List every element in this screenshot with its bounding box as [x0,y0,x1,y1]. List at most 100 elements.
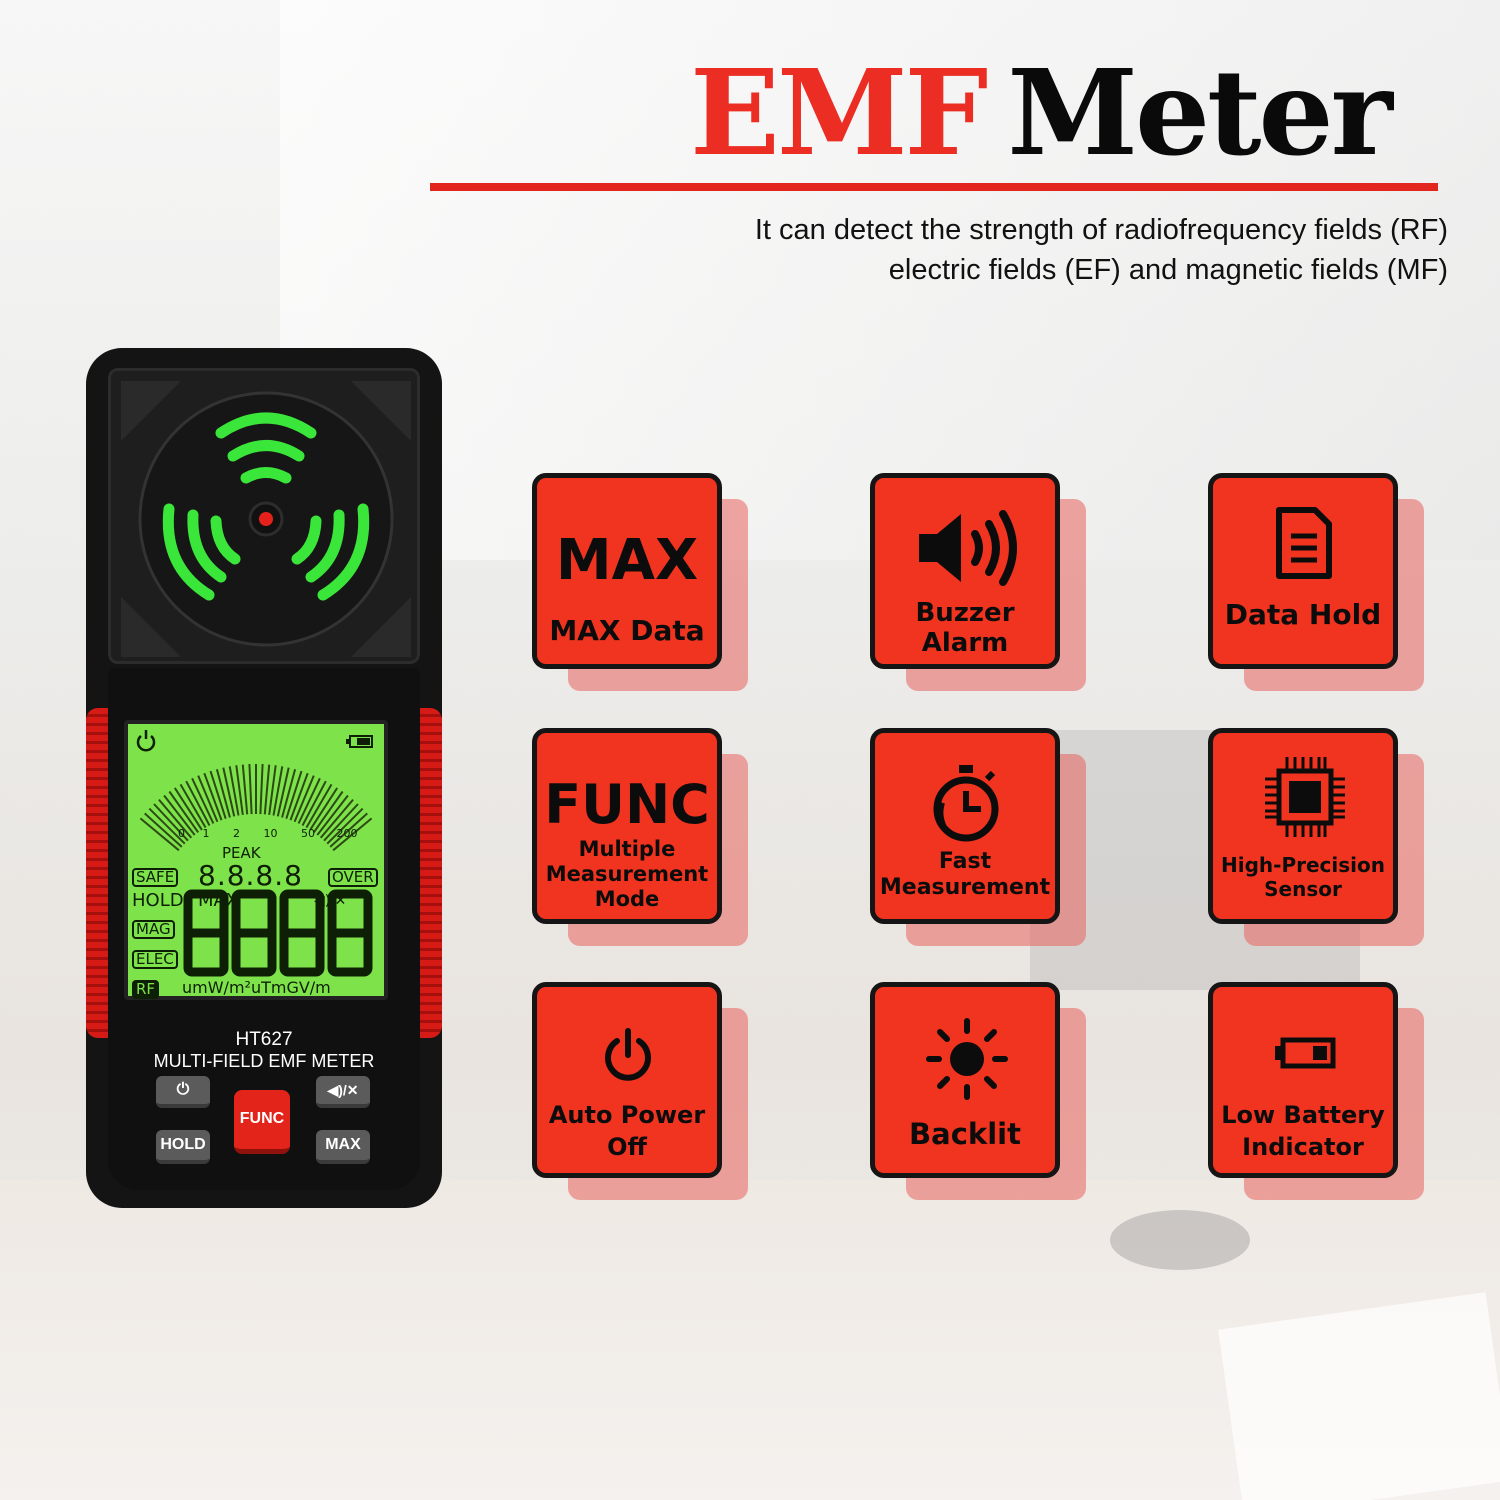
tick-200: 200 [336,827,358,840]
model-name: MULTI-FIELD EMF METER [153,1051,375,1071]
bargraph-segment [209,770,227,820]
feature-label: High-Precision Sensor [1221,853,1385,901]
tick-10: 10 [263,827,278,840]
background-paper [1218,1292,1500,1500]
feature-tile-data-hold: Data Hold [1208,473,1424,691]
bargraph-segment [332,817,373,852]
background-mouse [1110,1210,1250,1270]
lcd-graphics [136,730,373,977]
lcd-power-icon [136,730,156,752]
bargraph-segment [203,772,223,821]
feature-label: Buzzer Alarm [915,598,1015,658]
document-icon [1276,507,1332,579]
bargraph-segment [241,764,249,815]
lcd-hold: HOLD [132,890,184,911]
lcd-rf: RF [132,980,160,999]
lcd-small-digits: 8.8.8.8 [198,859,303,892]
lcd-bargraph [139,764,373,852]
bargraph-segment [272,766,284,816]
title-meter: Meter [1007,43,1392,182]
title-emf: EMF [690,43,988,182]
bargraph-segment [293,775,315,823]
title-underline [430,183,1438,191]
bargraph-segment [289,772,309,821]
emf-meter-device: 0 1 2 10 50 200 PEAK SAFE 8.8.8.8 OVER H… [86,348,442,1208]
bargraph-segment [281,768,297,818]
bargraph-segment [316,794,349,836]
feature-tile-high-precision-sensor: High-Precision Sensor [1208,728,1424,946]
bargraph-segment [215,768,231,818]
lcd-battery-icon [346,735,373,748]
tick-50: 50 [301,827,315,840]
feature-label: Multiple Measurement Mode [545,837,709,911]
feature-label: Data Hold [1224,598,1382,631]
feature-tile-low-battery: Low Battery Indicator [1208,982,1424,1200]
bargraph-segment [263,764,271,815]
bargraph-segment [222,767,236,817]
bargraph-segment [235,765,244,816]
battery-icon [1275,1037,1336,1069]
chip-icon [1265,757,1345,837]
background-window [280,0,1500,560]
lcd-scale-ticks: 0 1 2 10 50 200 [178,828,358,839]
bargraph-segment [323,803,359,842]
tick-0: 0 [178,827,185,840]
model-number: HT627 [235,1029,293,1050]
sun-icon [926,1018,1008,1100]
feature-tile-func: FUNC Multiple Measurement Mode [532,728,748,946]
bargraph-segment [153,803,189,842]
feature-label: MAX Data [549,614,705,647]
power-button-icon: ⏻ [176,1081,190,1098]
bargraph-segment [297,777,321,824]
bargraph-segment [259,764,264,815]
lcd-mag: MAG [132,920,175,939]
bargraph-segment [248,764,253,815]
lcd-peak: PEAK [222,844,261,862]
bargraph-segment [326,807,364,845]
feature-label: Low Battery Indicator [1221,1101,1385,1161]
subtitle-line-2: electric fields (EF) and magnetic fields… [888,254,1448,286]
bargraph-segment [148,807,186,845]
lcd-big-digits [183,889,373,977]
subtitle-line-1: It can detect the strength of radiofrequ… [754,214,1448,246]
stopwatch-icon [933,765,999,842]
feature-tile-fast-measurement: Fast Measurement [870,728,1086,946]
max-button[interactable]: MAX [316,1130,370,1164]
lcd-max: MAX [198,890,239,911]
bargraph-segment [185,780,211,826]
bargraph-segment [158,798,193,839]
bargraph-segment [163,794,196,836]
bargraph-segment [285,770,303,820]
feature-label: Backlit [909,1117,1021,1151]
power-button[interactable]: ⏻ [156,1076,210,1108]
lcd-safe: SAFE [132,868,179,887]
func-button[interactable]: FUNC [234,1090,290,1154]
bargraph-segment [305,783,333,829]
radiation-sensor-icon [121,381,411,657]
bargraph-segment [191,777,215,824]
bargraph-segment [173,787,203,831]
lcd-sound-icons: ◀) ✕ [314,893,347,909]
bargraph-segment [301,780,327,826]
sound-button[interactable]: ◀)/✕ [316,1076,370,1108]
feature-tile-max-data: MAX MAX Data [532,473,748,691]
tick-1: 1 [202,827,210,840]
hold-button[interactable]: HOLD [156,1130,210,1164]
lcd-units: umW/m²uTmGV/m [182,978,331,997]
sound-button-icon: ◀)/✕ [327,1082,359,1098]
lcd-over: OVER [328,868,378,887]
lcd-elec: ELEC [132,950,178,969]
bargraph-segment [329,812,368,848]
bargraph-segment [139,817,180,852]
bargraph-segment [309,787,339,831]
sensor-head [108,368,420,664]
bargraph-segment [276,767,290,817]
lcd-display: 0 1 2 10 50 200 PEAK SAFE 8.8.8.8 OVER H… [124,720,388,1000]
feature-tile-buzzer-alarm: Buzzer Alarm [870,473,1086,691]
bargraph-segment [179,783,207,829]
bargraph-segment [168,790,200,833]
bargraph-segment [144,812,183,848]
bargraph-segment [312,790,344,833]
tick-2: 2 [233,827,240,840]
